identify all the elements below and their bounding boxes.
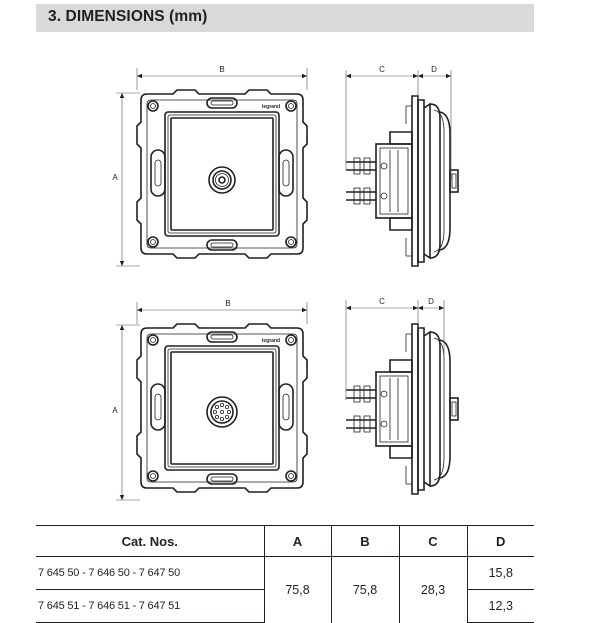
section-title: 3. DIMENSIONS (mm): [48, 8, 208, 25]
bottom-front-view: legrand B A: [112, 299, 308, 501]
value-c-cell: 28,3: [398, 556, 467, 623]
table-row: 7 645 50 - 7 646 50 - 7 647 50 75,8 75,8…: [36, 556, 534, 623]
dimension-b-label: B: [225, 299, 230, 308]
top-front-view: legrand B A: [112, 65, 308, 267]
dimensions-table: Cat. Nos. A B C D 7 645 50 - 7 646 50 - …: [36, 525, 534, 623]
value-d-cell: 12,3: [466, 589, 534, 623]
dimension-a-label: A: [112, 406, 118, 415]
table-row: 7 645 51 - 7 646 51 - 7 647 51 12,3: [36, 589, 534, 623]
dimension-b-label: B: [219, 65, 224, 74]
header-b: B: [330, 525, 399, 557]
table-header-row: Cat. Nos. A B C D: [36, 525, 534, 557]
multipin-connector-icon: [206, 396, 238, 428]
header-a: A: [263, 525, 331, 557]
header-c: C: [398, 525, 467, 557]
bottom-side-view: C D: [345, 297, 459, 495]
cat-nos-cell: 7 645 50 - 7 646 50 - 7 647 50: [36, 556, 264, 590]
top-side-view: C D: [345, 65, 459, 267]
dimension-c-label: C: [379, 297, 385, 306]
section-header: 3. DIMENSIONS (mm): [36, 4, 534, 32]
brand-mark: legrand: [262, 104, 280, 110]
cat-nos-cell: 7 645 51 - 7 646 51 - 7 647 51: [36, 589, 264, 623]
value-d-cell: 15,8: [466, 556, 534, 590]
coax-connector-icon: [208, 166, 236, 194]
dimension-c-label: C: [379, 65, 385, 74]
header-cat-nos: Cat. Nos.: [36, 525, 264, 557]
dimension-d-label: D: [428, 297, 434, 306]
brand-mark: legrand: [262, 338, 280, 344]
header-d: D: [466, 525, 534, 557]
dimension-a-label: A: [112, 173, 118, 182]
value-b-cell: 75,8: [330, 556, 399, 623]
dimension-drawings: legrand B A C D legrand: [112, 65, 459, 501]
dimension-d-label: D: [431, 65, 437, 74]
value-a-cell: 75,8: [263, 556, 331, 623]
